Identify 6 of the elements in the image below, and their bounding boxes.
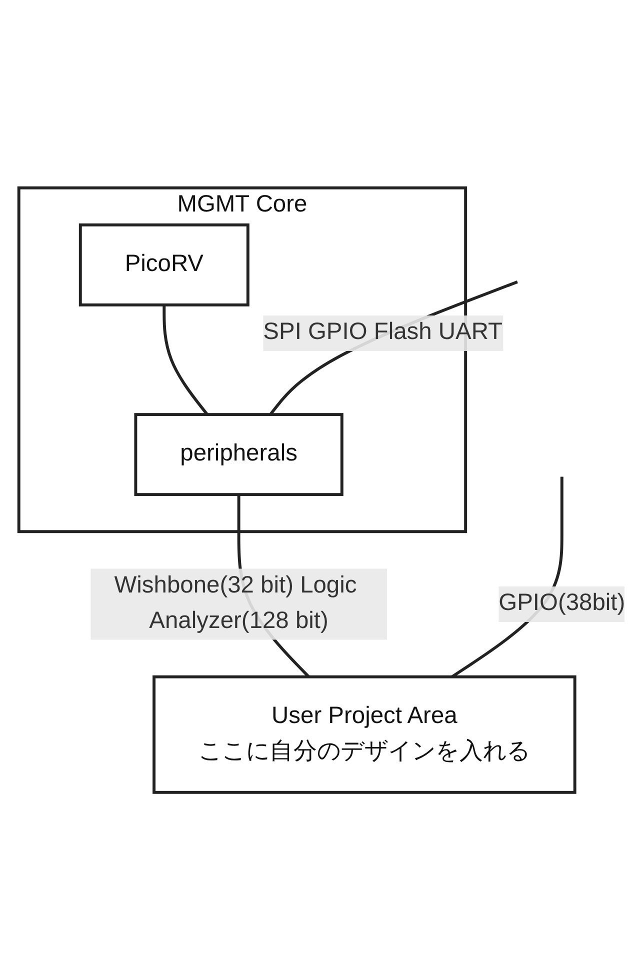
connector <box>162 304 208 416</box>
edge-label: Wishbone(32 bit) Logic Analyzer(128 bit) <box>114 572 357 634</box>
edge-label: GPIO(38bit) <box>498 590 626 616</box>
node-box: peripherals <box>134 412 344 496</box>
node-box: PicoRV <box>78 223 250 306</box>
node-box: User Project Area ここに自分のデザインを入れる <box>152 675 576 794</box>
